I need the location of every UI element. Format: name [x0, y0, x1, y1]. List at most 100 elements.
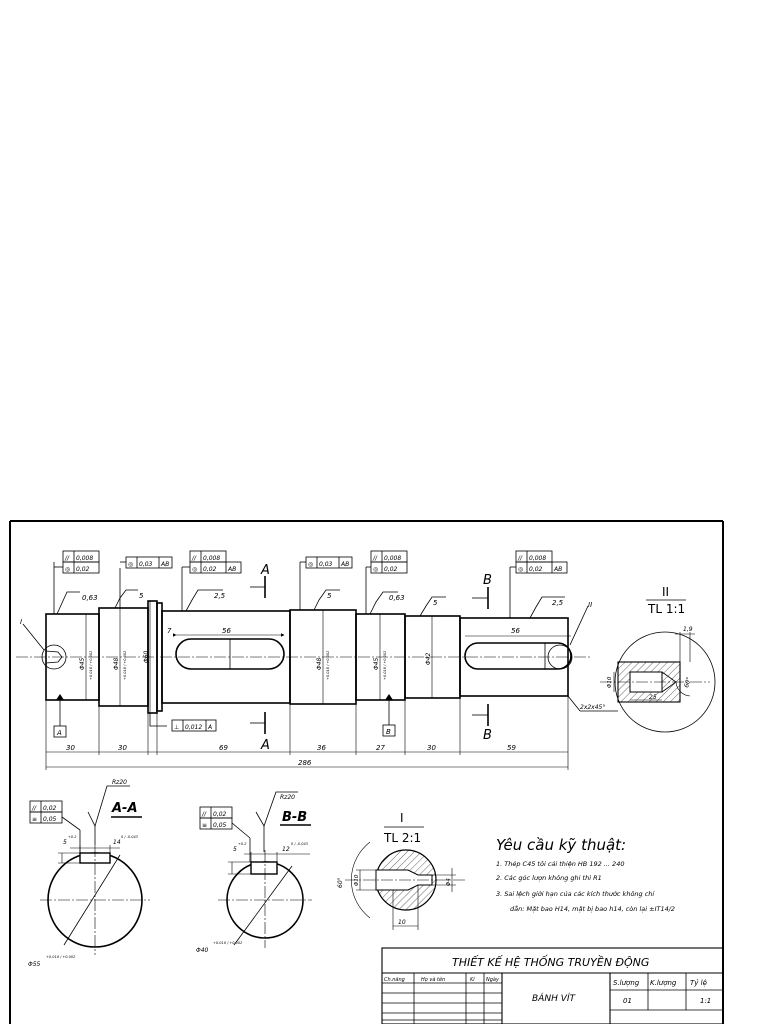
tol-sym-4: //: [191, 555, 197, 562]
shaft-main-view: [16, 562, 618, 770]
detail-ii-dim-4: 60°: [683, 676, 693, 688]
section-aa-tol-val-1: 0,02: [43, 805, 57, 812]
section-bb-tol-sym-2: ≡: [202, 822, 207, 829]
tol-sym-2: ◎: [65, 566, 70, 573]
section-bb-roughness: Rz20: [280, 794, 295, 801]
dim-59: 59: [507, 744, 516, 752]
diameter-45b-tol: +0.018 / +0.002: [383, 650, 387, 680]
title-block-header-name: Họ và tên: [421, 976, 445, 983]
title-block-header-date: Ngày: [486, 976, 500, 983]
tol-val-3: 0,03: [139, 561, 153, 568]
section-aa-width: 14: [113, 839, 121, 846]
tol-ref-11: A: [207, 724, 212, 731]
roughness-3: 2,5: [214, 592, 226, 600]
tolerance-frame-4: ◎ 0,03 AB: [300, 556, 353, 569]
requirement-4: dẫn: Mặt bao H14, mặt bị bao h14, còn lạ…: [510, 905, 675, 913]
tol-sym-8: ◎: [373, 566, 378, 573]
section-aa-tol-sym-2: ≡: [32, 816, 37, 823]
section-aa-title: A-A: [111, 801, 138, 816]
tolerance-frame-6: // 0,008 ◎ 0,02 AB: [510, 550, 568, 574]
requirement-1: 1. Thép C45 tôi cải thiện HB 192 ... 240: [496, 860, 624, 868]
section-b-b: // 0,02 ≡ 0,05 Rz20 12 0 / -0.043 5 +0.2…: [196, 791, 312, 954]
title-block-qty-label: S.lượng: [613, 979, 640, 987]
section-aa-diameter: Φ55: [28, 961, 41, 968]
section-bb-depth-tol: +0.2: [238, 842, 247, 846]
section-mark-a-bottom: A: [260, 738, 270, 753]
detail-i-scale: TL 2:1: [383, 831, 421, 845]
section-bb-tol-val-2: 0,05: [213, 822, 227, 829]
detail-ii-dim-2: 25: [649, 694, 657, 701]
tolerance-frame-2: ◎ 0,03 AB: [120, 556, 173, 569]
diameter-45a-tol: +0.018 / +0.002: [89, 650, 93, 680]
diameter-48a: Φ48: [113, 657, 120, 670]
section-mark-b-bottom: B: [483, 728, 492, 743]
dim-30c: 30: [427, 744, 436, 752]
tol-val-7: 0,008: [384, 555, 401, 562]
detail-ii-dim-3: Φ10: [607, 676, 613, 688]
diameter-48a-tol: +0.018 / +0.002: [123, 650, 127, 680]
section-bb-depth: 5: [233, 846, 237, 853]
diameter-48b-tol: +0.018 / +0.002: [326, 650, 330, 680]
title-block: THIẾT KẾ HỆ THỐNG TRUYỀN ĐỘNG Ch.năng Họ…: [381, 947, 724, 1024]
tol-sym-10: ◎: [518, 566, 523, 573]
technical-requirements: Yêu cầu kỹ thuật: 1. Thép C45 tôi cải th…: [496, 836, 675, 913]
title-block-scale-label: Tỷ lệ: [690, 978, 707, 987]
roughness-4: 5: [327, 592, 332, 600]
tol-ref-10: AB: [553, 566, 562, 573]
tol-sym-3: ◎: [128, 561, 133, 568]
tol-val-11: 0,012: [185, 724, 202, 731]
detail-ii-scale: TL 1:1: [647, 602, 685, 616]
roughness-2: 5: [139, 592, 144, 600]
datum-a: A: [56, 729, 62, 737]
section-mark-b-top: B: [483, 573, 492, 588]
diameter-45b: Φ45: [373, 657, 380, 670]
detail-i-title: I: [400, 811, 404, 825]
requirement-3: 3. Sai lệch giới hạn của các kích thước …: [496, 890, 655, 898]
requirements-title: Yêu cầu kỹ thuật:: [496, 836, 626, 854]
tol-val-6: 0,03: [319, 561, 333, 568]
detail-i-diameter-10: Φ10: [354, 874, 360, 886]
detail-callout-ii: II: [588, 601, 592, 609]
section-aa-tol-val-2: 0,05: [43, 816, 57, 823]
title-block-header-sign: Kí: [470, 976, 475, 983]
shoulder-len: 7: [167, 627, 172, 635]
diameter-45a: Φ45: [79, 657, 86, 670]
section-bb-diameter-tol: +0.018 / +0.002: [213, 941, 243, 945]
section-aa-width-tol: 0 / -0.043: [121, 835, 138, 839]
tolerance-frames: // 0,008 ◎ 0,02 ◎ 0,03 AB // 0,008: [53, 550, 568, 732]
title-block-header-role: Ch.năng: [384, 977, 405, 983]
detail-ii-title: II: [662, 585, 669, 599]
tol-val-4: 0,008: [203, 555, 220, 562]
requirement-2: 2. Các góc lượn không ghi thì R1: [496, 874, 602, 882]
title-block-project: THIẾT KẾ HỆ THỐNG TRUYỀN ĐỘNG: [452, 955, 649, 969]
dim-total: 286: [298, 759, 312, 767]
tol-val-8: 0,02: [384, 566, 398, 573]
detail-ii: II TL 1:1 1,9 25 Φ10 60°: [600, 585, 716, 733]
section-a-a: // 0,02 ≡ 0,05 Rz20 14 0 / -0.043 5 +0.2…: [28, 779, 150, 968]
tol-val-1: 0,008: [76, 555, 93, 562]
section-aa-diameter-tol: +0.018 / +0.002: [46, 955, 76, 959]
tol-sym-5: ◎: [192, 566, 197, 573]
tolerance-frame-5: // 0,008 ◎ 0,02: [366, 550, 408, 574]
title-block-mass-label: K.lượng: [650, 979, 677, 987]
tol-ref-6: AB: [340, 561, 349, 568]
keyway-length-1: 56: [222, 627, 231, 635]
tol-val-10: 0,02: [529, 566, 543, 573]
tol-sym-11: ⊥: [174, 724, 179, 731]
detail-i-diameter-4: Φ4: [446, 878, 452, 886]
datum-b: B: [386, 728, 391, 736]
tolerance-frame-1: // 0,008 ◎ 0,02: [53, 550, 100, 574]
detail-callout-i: I: [20, 618, 22, 626]
dim-69: 69: [219, 744, 228, 752]
section-aa-depth-tol: +0.2: [68, 835, 77, 839]
diameter-48b: Φ48: [316, 657, 323, 670]
keyway-length-2: 56: [511, 627, 520, 635]
section-aa-roughness: Rz20: [112, 779, 127, 786]
roughness-6: 5: [433, 599, 438, 607]
tol-val-5: 0,02: [203, 566, 217, 573]
shaft-labels: 30 30 69 36 27 30 59 286 Φ45 Φ48 Φ60 Φ48…: [20, 563, 605, 767]
section-bb-width-tol: 0 / -0.043: [291, 842, 308, 846]
tolerance-frame-7: ⊥ 0,012 A: [171, 719, 217, 732]
section-aa-tol-sym-1: //: [31, 805, 37, 812]
